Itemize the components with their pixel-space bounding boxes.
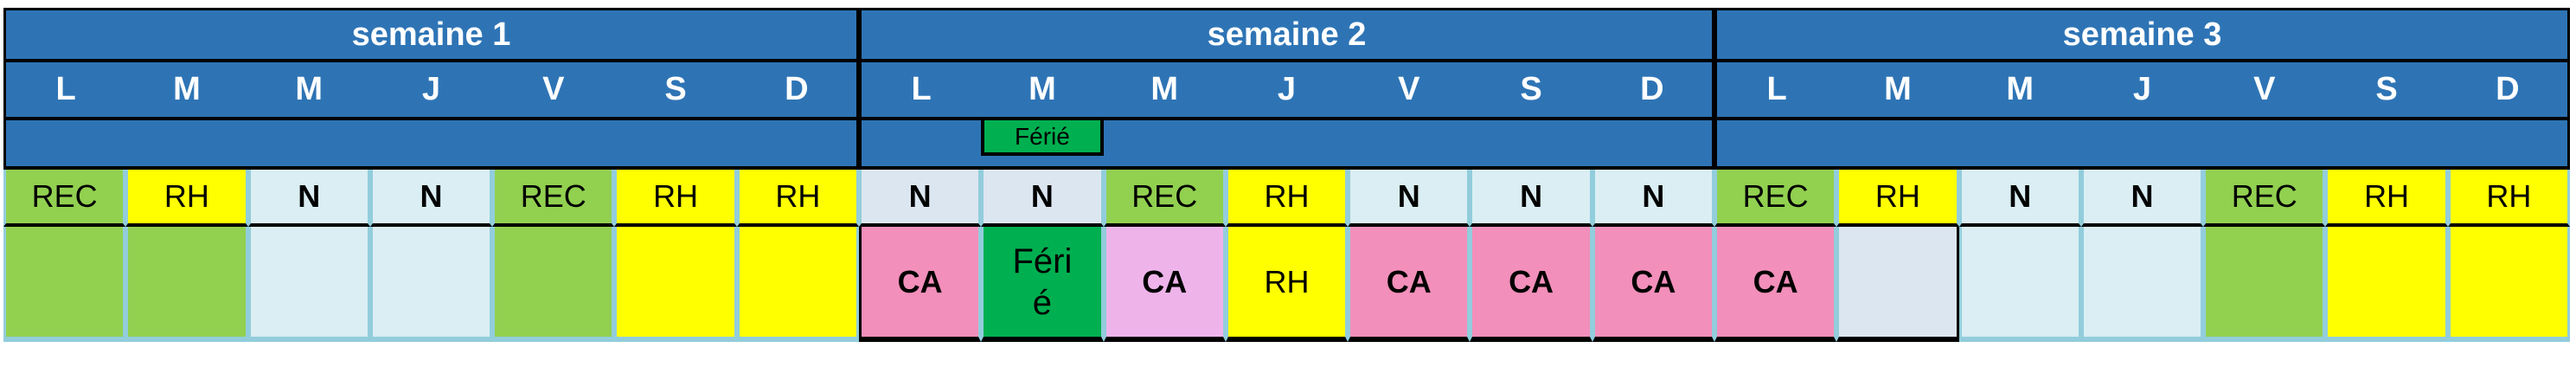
actual-shift-cell[interactable]: [3, 227, 126, 342]
day-header: M: [981, 62, 1104, 120]
actual-shift-cell[interactable]: [736, 227, 859, 342]
marker-cell: [1103, 120, 1226, 170]
actual-shift-cell[interactable]: [2325, 227, 2448, 342]
actual-shift-cell[interactable]: CA: [1348, 227, 1471, 342]
day-header: D: [736, 62, 859, 120]
actual-shift-cell[interactable]: [125, 227, 248, 342]
actual-shift-cell[interactable]: Férié: [981, 227, 1104, 342]
marker-cell: [2080, 120, 2204, 170]
day-header: M: [1103, 62, 1226, 120]
cell-value: CA: [1753, 263, 1798, 299]
planned-shift-cell[interactable]: RH: [1836, 170, 1959, 227]
day-header: M: [1958, 62, 2081, 120]
marker-cell: [2447, 120, 2570, 170]
planned-shift-cell[interactable]: N: [369, 170, 493, 227]
day-header: M: [125, 62, 248, 120]
actual-shift-cell[interactable]: CA: [1103, 227, 1226, 342]
planned-shift-cell[interactable]: RH: [125, 170, 248, 227]
planned-shift-cell[interactable]: REC: [1103, 170, 1226, 227]
cell-value: Férié: [1012, 241, 1073, 322]
actual-shift-cell[interactable]: CA: [1714, 227, 1837, 342]
planned-shift-cell[interactable]: N: [1470, 170, 1592, 227]
day-header: S: [614, 62, 737, 120]
day-header: M: [247, 62, 370, 120]
day-header: J: [369, 62, 493, 120]
planned-shift-cell[interactable]: N: [859, 170, 982, 227]
holiday-badge: Férié: [981, 120, 1104, 157]
day-header: V: [1348, 62, 1471, 120]
day-header: M: [1836, 62, 1959, 120]
cell-value: CA: [1631, 263, 1676, 299]
planned-shift-cell[interactable]: REC: [3, 170, 126, 227]
planned-shift-cell[interactable]: REC: [492, 170, 615, 227]
planned-shift-cell[interactable]: N: [2080, 170, 2204, 227]
actual-shift-cell[interactable]: [2447, 227, 2570, 342]
actual-shift-cell[interactable]: CA: [1592, 227, 1714, 342]
planned-shift-cell[interactable]: REC: [2203, 170, 2326, 227]
marker-cell: [736, 120, 859, 170]
actual-shift-cell[interactable]: [614, 227, 737, 342]
marker-cell: [369, 120, 493, 170]
day-header: V: [492, 62, 615, 120]
marker-cell: [1225, 120, 1349, 170]
planned-shift-cell[interactable]: N: [1348, 170, 1471, 227]
marker-cell: [2325, 120, 2448, 170]
actual-shift-cell[interactable]: [1958, 227, 2081, 342]
planned-shift-cell[interactable]: RH: [2447, 170, 2570, 227]
marker-cell: [125, 120, 248, 170]
planned-shift-cell[interactable]: N: [1592, 170, 1714, 227]
marker-cell: [492, 120, 615, 170]
day-header: J: [1225, 62, 1349, 120]
marker-cell: [1348, 120, 1471, 170]
planned-shift-cell[interactable]: REC: [1714, 170, 1837, 227]
cell-value: CA: [1142, 263, 1188, 299]
cell-value: CA: [1386, 263, 1432, 299]
day-header: L: [1714, 62, 1837, 120]
holiday-marker: Férié: [981, 120, 1104, 170]
marker-cell: [1592, 120, 1714, 170]
actual-shift-cell[interactable]: [2203, 227, 2326, 342]
actual-shift-cell[interactable]: RH: [1225, 227, 1349, 342]
cell-value: RH: [1264, 263, 1310, 299]
week-header: semaine 2: [859, 8, 1714, 62]
planned-shift-cell[interactable]: RH: [2325, 170, 2448, 227]
day-header: D: [2447, 62, 2570, 120]
actual-shift-cell[interactable]: [247, 227, 370, 342]
day-header: V: [2203, 62, 2326, 120]
cell-value: CA: [897, 263, 943, 299]
marker-cell: [1470, 120, 1592, 170]
day-header: L: [3, 62, 126, 120]
actual-shift-cell[interactable]: [492, 227, 615, 342]
cell-value: CA: [1509, 263, 1554, 299]
marker-cell: [2203, 120, 2326, 170]
actual-shift-cell[interactable]: [369, 227, 493, 342]
actual-shift-cell[interactable]: [2080, 227, 2204, 342]
day-header: S: [2325, 62, 2448, 120]
day-header: L: [859, 62, 982, 120]
planned-shift-cell[interactable]: RH: [736, 170, 859, 227]
actual-shift-cell[interactable]: CA: [859, 227, 982, 342]
day-header: S: [1470, 62, 1592, 120]
actual-shift-cell[interactable]: [1836, 227, 1959, 342]
marker-cell: [614, 120, 737, 170]
week-header: semaine 3: [1714, 8, 2570, 62]
planned-shift-cell[interactable]: N: [247, 170, 370, 227]
marker-cell: [1836, 120, 1959, 170]
planned-shift-cell[interactable]: RH: [614, 170, 737, 227]
marker-cell: [1714, 120, 1837, 170]
planned-shift-cell[interactable]: RH: [1225, 170, 1349, 227]
marker-cell: [247, 120, 370, 170]
week-header: semaine 1: [3, 8, 859, 62]
planned-shift-cell[interactable]: N: [1958, 170, 2081, 227]
planned-shift-cell[interactable]: N: [981, 170, 1104, 227]
day-header: D: [1592, 62, 1714, 120]
day-header: J: [2080, 62, 2204, 120]
actual-shift-cell[interactable]: CA: [1470, 227, 1592, 342]
marker-cell: [1958, 120, 2081, 170]
marker-cell: [3, 120, 126, 170]
marker-cell: [859, 120, 982, 170]
